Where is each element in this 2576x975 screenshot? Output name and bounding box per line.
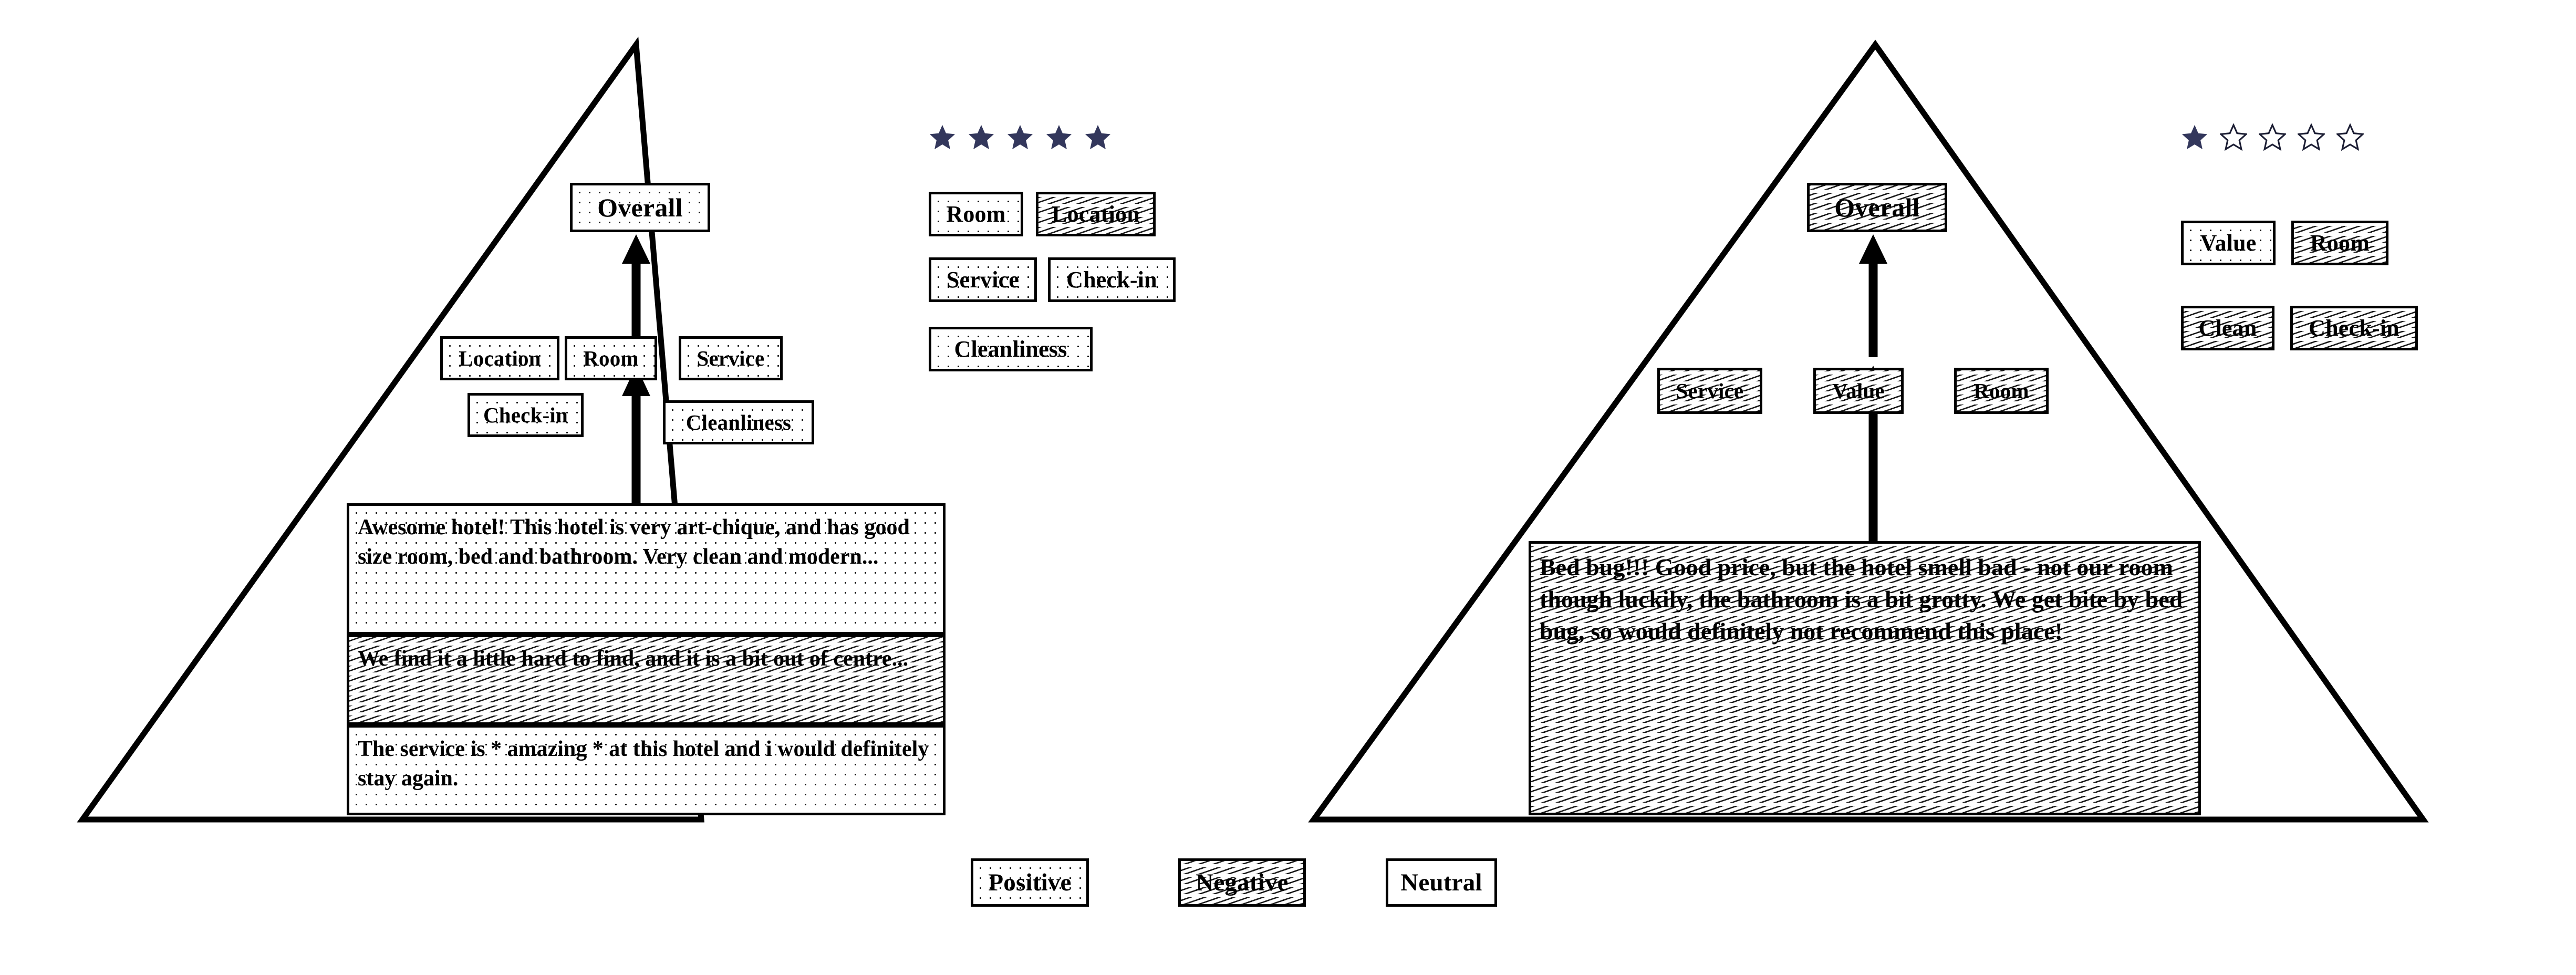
right-node-room-fill (1957, 370, 2046, 411)
left-sentence-2-text: We find it a little hard to find, and it… (358, 647, 909, 671)
left-summary-service-label: Service (946, 267, 1020, 293)
right-node-value-fill (1816, 370, 1901, 411)
right-pyramid-outline (1308, 39, 2429, 823)
left-node-checkin-fill (470, 396, 581, 434)
legend-negative-label: Negative (1196, 869, 1289, 896)
left-summary-location-label: Location (1052, 201, 1140, 227)
filled-star (2182, 125, 2208, 150)
right-node-value[interactable]: Value (1813, 368, 1904, 414)
left-sentence-2[interactable]: We find it a little hard to find, and it… (347, 635, 946, 725)
right-node-overall-label: Overall (1834, 193, 1920, 222)
empty-star (2336, 123, 2364, 151)
left-node-service[interactable]: Service (679, 336, 783, 380)
right-node-room[interactable]: Room (1954, 368, 2049, 414)
right-node-room-label: Room (1973, 379, 2029, 403)
left-node-cleanliness-label: Cleanliness (685, 410, 792, 434)
right-summary-room[interactable]: Room (2291, 221, 2388, 265)
left-node-checkin[interactable]: Check-in (468, 393, 584, 437)
left-sentence-1[interactable]: Awesome hotel! This hotel is very art-ch… (347, 503, 946, 635)
right-node-service[interactable]: Service (1657, 368, 1762, 414)
right-sentence-1-text: Bed bug!!! Good price, but the hotel sme… (1540, 554, 2183, 645)
right-summary-value-fill (2184, 223, 2273, 263)
left-node-overall-label: Overall (597, 193, 683, 222)
legend-item-negative[interactable]: Negative (1178, 858, 1306, 907)
left-node-room-label: Room (583, 346, 639, 370)
filled-star (929, 125, 955, 150)
right-node-value-label: Value (1832, 379, 1885, 403)
left-summary-service-fill (931, 260, 1034, 299)
legend-negative-fill (1181, 861, 1303, 904)
filled-star (1007, 125, 1033, 150)
filled-star (1085, 125, 1111, 150)
right-summary-clean-fill (2184, 308, 2272, 348)
right-sentence-1-fill (1531, 544, 2198, 813)
right-node-service-label: Service (1676, 379, 1744, 403)
left-summary-service[interactable]: Service (929, 257, 1037, 302)
left-node-location-label: Location (459, 346, 541, 370)
left-node-room-fill (567, 339, 655, 378)
left-summary-checkin-fill (1051, 260, 1173, 299)
right-summary-clean[interactable]: Clean (2181, 306, 2274, 350)
filled-star (1046, 125, 1072, 150)
left-summary-checkin-label: Check-in (1066, 267, 1157, 293)
left-node-location-fill (443, 339, 557, 378)
right-summary-value-label: Value (2200, 230, 2257, 256)
arrow-value-to-overall (1859, 234, 1887, 357)
right-summary-room-label: Room (2310, 230, 2370, 256)
right-summary-clean-label: Clean (2198, 315, 2257, 341)
left-sentence-1-text: Awesome hotel! This hotel is very art-ch… (358, 515, 910, 569)
right-star-rating (2181, 123, 2364, 151)
right-summary-checkin[interactable]: Check-in (2290, 306, 2418, 350)
legend-positive-label: Positive (988, 869, 1072, 896)
left-summary-cleanliness-fill (931, 329, 1090, 369)
left-node-overall-fill (573, 185, 708, 230)
right-node-overall[interactable]: Overall (1807, 183, 1947, 232)
left-summary-location[interactable]: Location (1036, 192, 1156, 236)
left-node-room[interactable]: Room (565, 336, 657, 380)
left-node-location[interactable]: Location (440, 336, 559, 380)
right-summary-checkin-label: Check-in (2309, 315, 2400, 341)
legend-neutral-label: Neutral (1400, 869, 1482, 896)
legend-item-positive[interactable]: Positive (971, 858, 1089, 907)
right-sentence-1[interactable]: Bed bug!!! Good price, but the hotel sme… (1529, 541, 2201, 815)
empty-star (2259, 123, 2286, 151)
empty-star (2220, 123, 2247, 151)
right-summary-checkin-fill (2293, 308, 2415, 348)
right-summary-value[interactable]: Value (2181, 221, 2276, 265)
left-sentence-3[interactable]: The service is * amazing * at this hotel… (347, 725, 946, 815)
left-summary-cleanliness-label: Cleanliness (954, 336, 1067, 362)
left-node-cleanliness-fill (666, 403, 812, 442)
legend-item-neutral[interactable]: Neutral (1386, 858, 1497, 907)
left-node-cleanliness[interactable]: Cleanliness (663, 400, 814, 444)
arrow-sentences-to-room (622, 366, 650, 504)
left-sentence-1-fill (349, 506, 943, 632)
left-sentence-2-fill (349, 637, 943, 722)
right-node-overall-fill (1810, 185, 1945, 230)
left-summary-checkin[interactable]: Check-in (1048, 257, 1176, 302)
left-node-service-fill (681, 339, 780, 378)
left-star-rating (929, 123, 1112, 151)
left-summary-room[interactable]: Room (929, 192, 1023, 236)
legend-positive-fill (973, 861, 1086, 904)
left-summary-room-fill (931, 194, 1021, 234)
left-sentence-3-fill (349, 728, 943, 813)
right-summary-room-fill (2294, 223, 2386, 263)
right-node-service-fill (1660, 370, 1760, 411)
left-node-service-label: Service (697, 346, 765, 370)
left-node-checkin-label: Check-in (483, 403, 568, 427)
empty-star (2298, 123, 2325, 151)
left-summary-location-fill (1038, 194, 1153, 234)
filled-star (968, 125, 994, 150)
left-summary-room-label: Room (946, 201, 1006, 227)
legend-neutral-fill (1388, 861, 1494, 904)
left-summary-cleanliness[interactable]: Cleanliness (929, 327, 1093, 371)
left-sentence-3-text: The service is * amazing * at this hotel… (358, 737, 929, 791)
left-node-overall[interactable]: Overall (570, 183, 710, 232)
